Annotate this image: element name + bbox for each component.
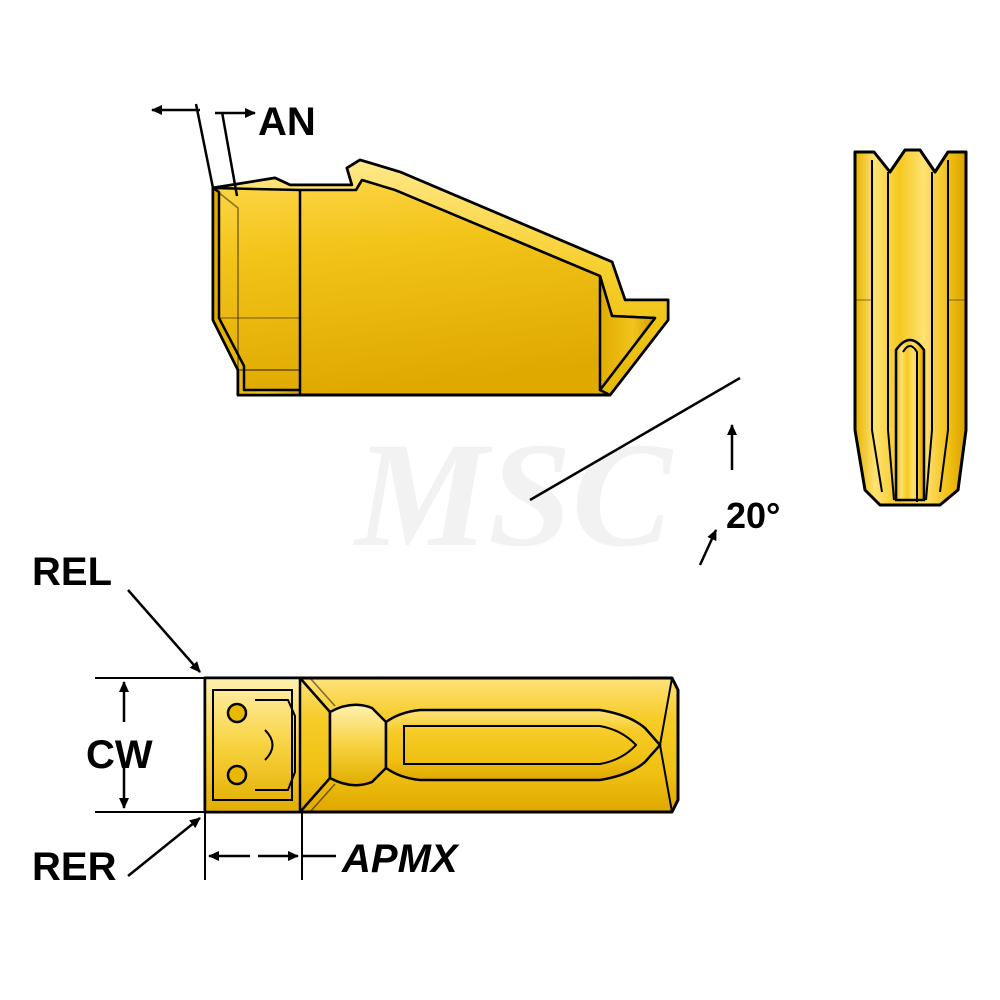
end-view-line-1	[871, 160, 883, 493]
main-rake-face	[211, 158, 670, 397]
main-isometric-view: AN 20°	[151, 100, 780, 566]
angle-leader-line	[529, 376, 741, 502]
top-view-nose-contour	[255, 699, 296, 791]
end-view-center-rib	[894, 338, 926, 502]
end-view-line-2	[887, 172, 895, 501]
main-detail-line-c	[212, 187, 239, 370]
top-view-detail-hole-1	[226, 702, 248, 724]
watermark: MSC	[353, 412, 674, 578]
top-view-right-contour	[658, 677, 673, 813]
end-view-center-line	[902, 345, 918, 502]
top-view-nose-inner	[212, 689, 293, 801]
an-label: AN	[258, 100, 316, 144]
top-view: REL RER CW APMX	[32, 550, 680, 889]
an-extension-line	[194, 103, 215, 189]
end-view-line-4	[925, 172, 933, 501]
end-view	[853, 148, 968, 507]
chipbreaker-line-2	[354, 179, 364, 191]
rel-label: REL	[32, 550, 112, 594]
main-top-back-edge	[394, 188, 601, 278]
rer-leader-line	[127, 817, 201, 877]
end-view-notch	[888, 148, 937, 173]
cw-label: CW	[86, 733, 153, 777]
watermark-text: MSC	[353, 412, 674, 578]
top-view-center-pad	[328, 703, 388, 787]
top-view-nose-block	[203, 676, 302, 814]
top-view-flute-inner	[403, 725, 638, 765]
angle-label: 20°	[726, 495, 780, 536]
top-view-detail-d	[309, 783, 336, 813]
top-view-detail-hole-2	[226, 764, 248, 786]
apmx-label: APMX	[341, 837, 460, 881]
an-reference-line	[220, 111, 239, 197]
rel-leader-line	[127, 589, 201, 673]
rer-label: RER	[32, 845, 117, 889]
angle-arrow-lower	[698, 529, 718, 566]
top-view-flute	[384, 708, 662, 782]
top-view-detail-c	[309, 677, 336, 707]
top-view-nose-arc	[264, 729, 274, 761]
end-view-line-3	[939, 160, 949, 493]
main-right-flank	[598, 274, 657, 392]
